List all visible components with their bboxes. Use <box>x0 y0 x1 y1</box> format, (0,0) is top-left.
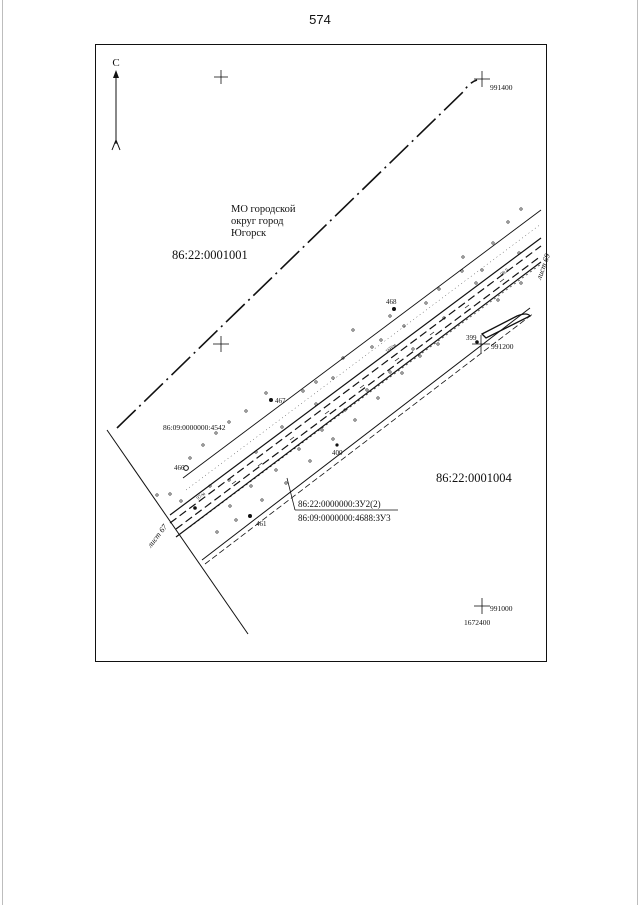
grid-cross-1 <box>214 70 228 84</box>
coord-bottom-right-y: 991000 <box>490 604 513 613</box>
page-number: 574 <box>309 12 331 27</box>
map-frame <box>95 44 547 662</box>
coord-top-right: 991400 <box>490 83 513 92</box>
sheet-label-left: лист 67 <box>145 522 170 550</box>
pipe-outline <box>480 313 531 339</box>
quarter-label-south: 86:22:0001004 <box>436 471 512 485</box>
municipality-label-line-2: округ город <box>231 216 284 227</box>
grid-cross-4 <box>472 335 490 353</box>
survey-point-467: 467 <box>269 397 286 405</box>
corridor-lines <box>169 209 542 565</box>
survey-point-461: 461 <box>248 514 267 528</box>
survey-point-400: 400 <box>332 443 343 457</box>
sheet-label-right: лист 69 <box>534 252 552 281</box>
survey-point-399: 399 <box>466 334 479 344</box>
parcel-label-top: 86:22:0000000:ЗУ2(2) <box>298 499 381 509</box>
north-arrow: С <box>111 57 121 151</box>
north-label: С <box>112 57 119 69</box>
survey-point-468: 468 <box>386 298 397 311</box>
grid-cross-5 <box>474 598 490 614</box>
survey-dots <box>155 207 523 534</box>
scan-edge-left <box>2 0 3 905</box>
grid-cross-3 <box>213 336 229 352</box>
coord-mid-right: 991200 <box>491 342 514 351</box>
municipality-label-line-1: МО городской <box>231 204 296 215</box>
point-label-399: 399 <box>466 334 477 342</box>
corridor-label-3: 98.5 <box>500 268 510 278</box>
scan-edge-right <box>637 0 638 905</box>
point-label-400: 400 <box>332 449 343 457</box>
parcel-leader <box>286 477 398 511</box>
survey-point-marker <box>193 506 197 510</box>
coord-bottom-right-x: 1672400 <box>464 618 491 627</box>
municipal-boundary-line <box>116 79 478 429</box>
point-label-466: 466 <box>174 464 185 472</box>
point-label-467: 467 <box>275 397 286 405</box>
municipality-label-line-3: Югорск <box>231 228 267 239</box>
point-label-468: 468 <box>386 298 397 306</box>
parcel-label-bottom: 86:09:0000000:4688:ЗУ3 <box>298 513 391 523</box>
quarter-boundary-line <box>106 429 249 635</box>
corridor-label-1: 97/м <box>196 491 207 501</box>
road-hatch <box>231 278 505 485</box>
quarter-label-north: 86:22:0001001 <box>172 248 248 262</box>
survey-point-466: 466 <box>174 464 189 472</box>
point-label-461: 461 <box>256 520 267 528</box>
road-parcel-label: 86:09:0000000:4542 <box>163 423 226 432</box>
grid-cross-2 <box>474 71 490 87</box>
corridor-label-2: 160/м <box>385 343 398 355</box>
